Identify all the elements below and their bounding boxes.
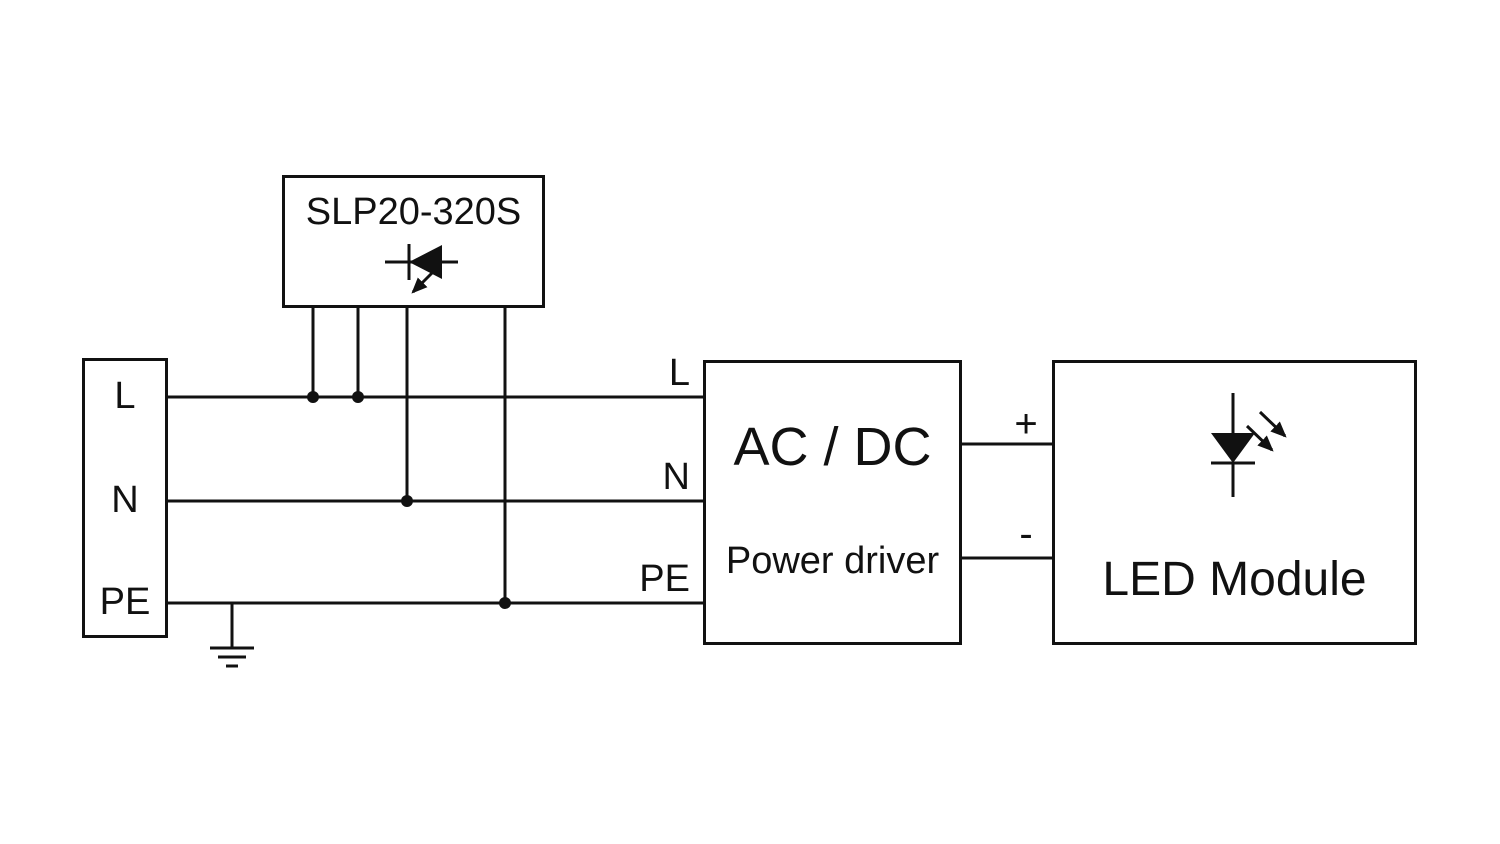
power-driver-box — [703, 360, 962, 645]
mains-pe-label: PE — [99, 581, 151, 623]
led-module-box — [1052, 360, 1417, 645]
junction-dot — [401, 495, 413, 507]
dc-minus-label: - — [1019, 512, 1033, 556]
spd-label: SLP20-320S — [305, 191, 522, 233]
mains-terminal-box — [82, 358, 168, 638]
wire-l-label: L — [668, 352, 690, 394]
mains-n-label: N — [111, 479, 139, 521]
junction-dot — [499, 597, 511, 609]
earth-ground-icon — [210, 646, 254, 668]
junction-dots — [307, 391, 511, 609]
wire-n-label: N — [662, 456, 690, 498]
spd-diode-icon — [385, 244, 458, 294]
junction-dot — [307, 391, 319, 403]
dc-plus-label: + — [1014, 402, 1038, 446]
wire-pe-label: PE — [639, 558, 690, 600]
power-driver-title: AC / DC — [733, 417, 932, 477]
mains-l-label: L — [114, 375, 136, 417]
led-module-label: LED Module — [1102, 553, 1367, 606]
spd-box — [282, 175, 545, 308]
junction-dot — [352, 391, 364, 403]
power-driver-subtitle: Power driver — [725, 540, 940, 582]
led-icon — [1211, 393, 1287, 497]
